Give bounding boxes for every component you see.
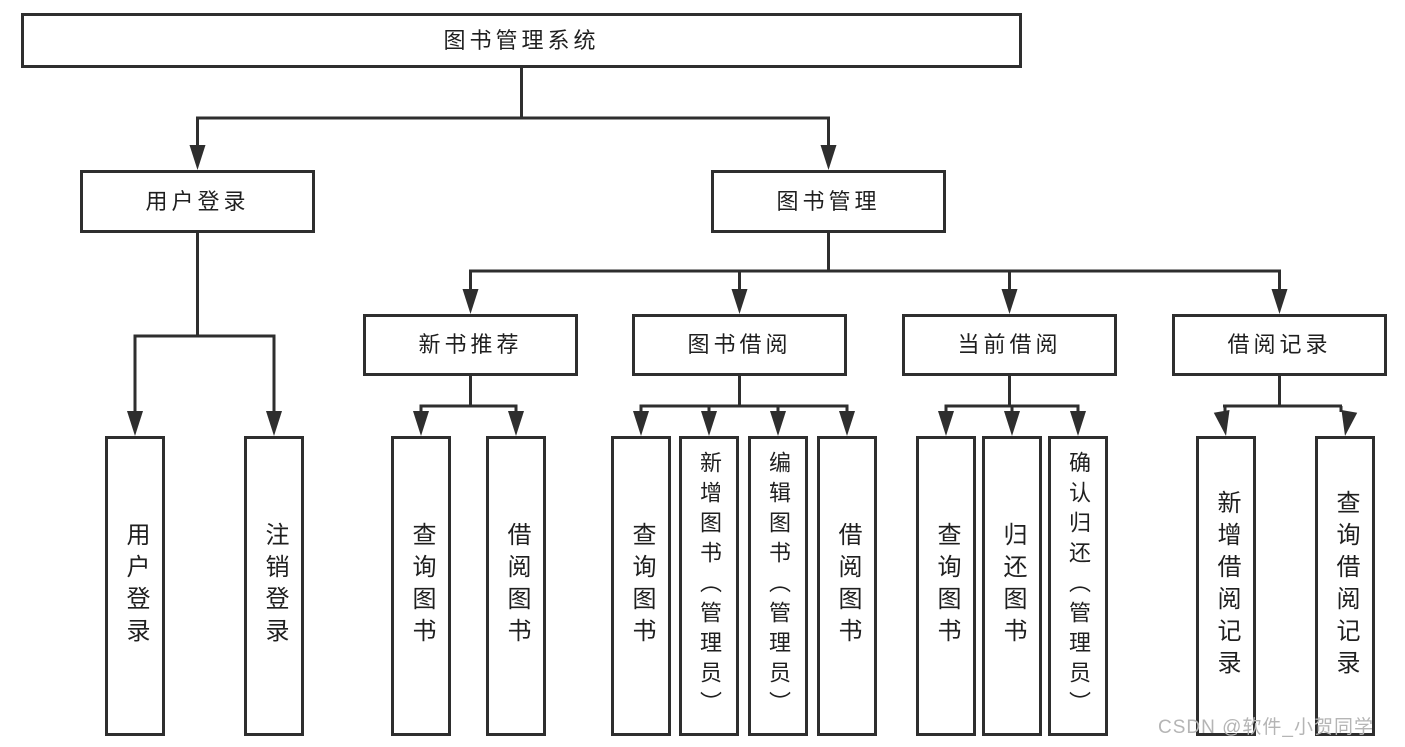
node-label: 查询图书: [408, 522, 435, 650]
connector-current-to-leaves: [938, 376, 1086, 436]
arrowhead-icon: [820, 145, 837, 170]
leaf-logout-login: 注销登录: [244, 436, 304, 736]
node-user-login-branch: 用户登录: [80, 170, 315, 233]
connector-book-management-to-level3: [462, 233, 1288, 314]
arrowhead-icon: [413, 411, 429, 436]
node-label: 查询图书: [933, 522, 960, 650]
leaf-query-books-current: 查询图书: [916, 436, 976, 736]
node-label: 当前借阅: [957, 332, 1062, 357]
leaf-borrow-books-recommend: 借阅图书: [486, 436, 546, 736]
node-label: 新书推荐: [418, 332, 523, 357]
leaf-add-borrow-record: 新增借阅记录: [1196, 436, 1256, 736]
node-label: 新增图书（管理员）: [697, 451, 722, 721]
node-label: 注销登录: [261, 522, 288, 650]
arrowhead-icon: [462, 289, 479, 314]
node-label: 新增借阅记录: [1213, 490, 1240, 682]
arrowhead-icon: [266, 411, 282, 436]
arrowhead-icon: [1271, 289, 1288, 314]
leaf-query-books-borrowing: 查询图书: [611, 436, 671, 736]
node-label: 图书借阅: [687, 332, 792, 357]
connector-borrowing-to-leaves: [633, 376, 855, 436]
arrowhead-icon: [731, 289, 748, 314]
arrowhead-icon: [1004, 411, 1020, 436]
arrowhead-icon: [508, 411, 524, 436]
arrowhead-icon: [701, 411, 717, 436]
node-label: 查询图书: [628, 522, 655, 650]
arrowhead-icon: [1341, 409, 1358, 436]
node-new-book-recommend: 新书推荐: [363, 314, 578, 376]
arrowhead-icon: [189, 145, 206, 170]
node-label: 图书管理: [776, 188, 881, 214]
node-borrow-records: 借阅记录: [1172, 314, 1387, 376]
leaf-query-books-recommend: 查询图书: [391, 436, 451, 736]
node-label: 借阅图书: [503, 522, 530, 650]
leaf-edit-book-admin: 编辑图书（管理员）: [748, 436, 808, 736]
arrowhead-icon: [770, 411, 786, 436]
node-label: 确认归还（管理员）: [1066, 451, 1091, 721]
arrowhead-icon: [1070, 411, 1086, 436]
node-label: 图书管理系统: [443, 27, 600, 53]
connector-root-to-level2: [189, 68, 837, 170]
node-label: 用户登录: [145, 188, 250, 214]
node-label: 编辑图书（管理员）: [766, 451, 791, 721]
connector-recommend-to-leaves: [413, 376, 524, 436]
node-label: 借阅记录: [1227, 332, 1332, 357]
leaf-borrow-books-borrowing: 借阅图书: [817, 436, 877, 736]
arrowhead-icon: [1213, 409, 1230, 436]
leaf-query-borrow-record: 查询借阅记录: [1315, 436, 1375, 736]
arrowhead-icon: [839, 411, 855, 436]
node-label: 查询借阅记录: [1332, 490, 1359, 682]
node-label: 归还图书: [999, 522, 1026, 650]
leaf-confirm-return-admin: 确认归还（管理员）: [1048, 436, 1108, 736]
arrowhead-icon: [1001, 289, 1018, 314]
node-book-borrowing: 图书借阅: [632, 314, 847, 376]
arrowhead-icon: [127, 411, 143, 436]
node-current-borrowing: 当前借阅: [902, 314, 1117, 376]
leaf-user-login: 用户登录: [105, 436, 165, 736]
node-label: 借阅图书: [834, 522, 861, 650]
node-book-management: 图书管理: [711, 170, 946, 233]
node-label: 用户登录: [122, 522, 149, 650]
arrowhead-icon: [633, 411, 649, 436]
leaf-return-book: 归还图书: [982, 436, 1042, 736]
watermark: CSDN @软件_小贺同学: [1158, 717, 1374, 738]
connector-user-login-to-leaves: [127, 233, 282, 436]
connector-records-to-leaves: [1213, 376, 1358, 436]
arrowhead-icon: [938, 411, 954, 436]
leaf-add-book-admin: 新增图书（管理员）: [679, 436, 739, 736]
node-library-management-system: 图书管理系统: [21, 13, 1022, 68]
